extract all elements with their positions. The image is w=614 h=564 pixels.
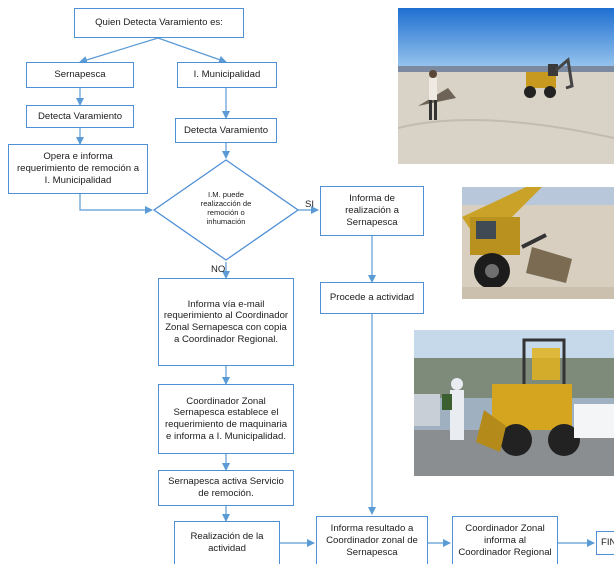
informa-realizacion-node: Informa de realización a Sernapesca (320, 186, 424, 236)
sernapesca-label: Sernapesca (54, 69, 106, 81)
detecta-varamiento-right-label: Detecta Varamiento (183, 124, 269, 136)
procede-actividad-node: Procede a actividad (320, 282, 424, 314)
no-label: NO (211, 264, 226, 275)
municipalidad-node: I. Municipalidad (177, 62, 277, 88)
coordinador-informa-node: Coordinador Zonal informa al Coordinador… (452, 516, 558, 564)
informa-resultado-label: Informa resultado a Coordinador zonal de… (326, 523, 418, 558)
start-node-label: Quien Detecta Varamiento es: (95, 17, 223, 29)
informa-email-node: Informa vía e-mail requerimiento al Coor… (158, 278, 294, 366)
municipalidad-label: I. Municipalidad (193, 69, 261, 81)
informa-email-label: Informa vía e-mail requerimiento al Coor… (163, 298, 289, 345)
detecta-varamiento-left-node: Detecta Varamiento (26, 105, 134, 128)
backhoe-bucket-photo (462, 187, 614, 299)
fin-label: FIN (601, 537, 614, 549)
detecta-varamiento-right-node: Detecta Varamiento (175, 118, 277, 143)
sernapesca-node: Sernapesca (26, 62, 134, 88)
opera-informa-node: Opera e informa requerimiento de remoció… (8, 144, 148, 194)
beach-backhoe-photo (398, 8, 614, 164)
activa-servicio-label: Sernapesca activa Servicio de remoción. (168, 476, 284, 499)
coordinador-zonal-node: Coordinador Zonal Sernapesca establece e… (158, 384, 294, 454)
decision-label: I.M. puede realizacción de remoción o in… (200, 190, 252, 227)
procede-actividad-label: Procede a actividad (329, 292, 415, 304)
fin-node: FIN (596, 531, 614, 555)
activa-servicio-node: Sernapesca activa Servicio de remoción. (158, 470, 294, 506)
informa-resultado-node: Informa resultado a Coordinador zonal de… (316, 516, 428, 564)
detecta-varamiento-left-label: Detecta Varamiento (37, 110, 123, 122)
coordinador-zonal-label: Coordinador Zonal Sernapesca establece e… (164, 395, 288, 442)
start-node: Quien Detecta Varamiento es: (74, 8, 244, 38)
realizacion-actividad-label: Realización de la actividad (190, 531, 264, 554)
disinfection-photo (414, 330, 614, 476)
realizacion-actividad-node: Realización de la actividad (174, 521, 280, 564)
decision-diamond (152, 159, 300, 261)
opera-informa-label: Opera e informa requerimiento de remoció… (16, 151, 140, 186)
coordinador-informa-label: Coordinador Zonal informa al Coordinador… (458, 523, 552, 558)
yes-label: SI (305, 199, 314, 210)
informa-realizacion-label: Informa de realización a Sernapesca (345, 193, 399, 228)
